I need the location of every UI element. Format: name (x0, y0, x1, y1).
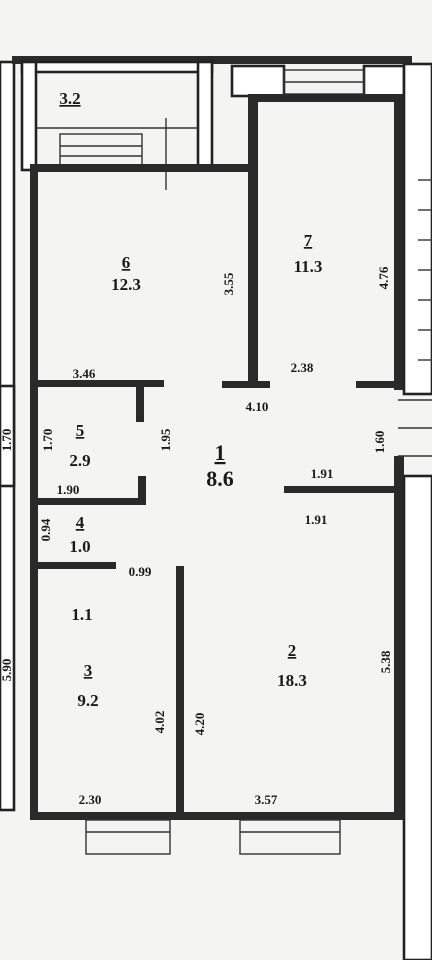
room4-area: 1.0 (69, 537, 90, 556)
dim-r2-top-b: 1.91 (305, 512, 328, 527)
dim-left-edge-mid: 1.70 (0, 429, 14, 452)
balcony-window (59, 133, 143, 167)
balcony-area: 3.2 (59, 89, 80, 108)
room2-number: 2 (288, 641, 297, 660)
dim-r2-width: 3.57 (255, 792, 278, 807)
room6-number: 6 (122, 253, 131, 272)
dim-hall-width: 4.10 (246, 399, 269, 414)
bottom-window-left (85, 819, 171, 855)
entry-wall-lower (394, 456, 404, 820)
room5-area: 2.9 (69, 451, 90, 470)
balcony-left-post (20, 60, 38, 172)
room5-right-wall-top (136, 386, 144, 422)
room6-area: 12.3 (111, 275, 141, 294)
room5-right-wall-bottom (138, 476, 146, 504)
dim-r4-height: 0.94 (38, 518, 53, 541)
right-main-wall (394, 94, 404, 390)
room5-number: 5 (76, 421, 85, 440)
left-main-wall (30, 164, 38, 818)
room7-top-wall (250, 94, 400, 102)
right-lower-shaft (402, 474, 432, 960)
bottom-wall (30, 812, 404, 820)
room4-bottom-wall (38, 562, 116, 569)
closet-area: 1.1 (71, 605, 92, 624)
dim-r2-left: 4.20 (192, 713, 207, 736)
dim-r6-width: 3.46 (73, 366, 96, 381)
dim-r5-width: 1.90 (57, 482, 80, 497)
room2-3-partition (176, 566, 184, 816)
room1-number: 1 (215, 440, 226, 465)
room1-area: 8.6 (206, 466, 234, 491)
dim-hall-height: 1.95 (158, 428, 173, 451)
dim-r4-width: 0.99 (129, 564, 152, 579)
dim-r6-height: 3.55 (221, 272, 236, 295)
top-wall (12, 56, 412, 64)
dim-left-edge-low: 5.90 (0, 659, 14, 682)
balcony-frame (20, 60, 214, 74)
room6-7-partition (248, 94, 258, 388)
balcony-right-post (196, 60, 214, 172)
room7-area: 11.3 (294, 257, 323, 276)
room3-number: 3 (84, 661, 93, 680)
room6-bottom-wall (38, 380, 164, 387)
room7-number: 7 (304, 231, 313, 250)
room2-top-wall (284, 486, 396, 493)
stair-shaft (402, 62, 432, 396)
room6-top-wall (30, 164, 256, 172)
room2-area: 18.3 (277, 671, 307, 690)
hall-wall-stub (222, 381, 270, 388)
dim-r2-top-a: 1.91 (311, 466, 334, 481)
room7-bottom-stub (356, 381, 396, 388)
dim-r3-height: 4.02 (152, 711, 167, 734)
room4-number: 4 (76, 513, 85, 532)
room3-area: 9.2 (77, 691, 98, 710)
dim-r5-height: 1.70 (40, 429, 55, 452)
room5-bottom-wall (38, 498, 146, 505)
room2-door-swing (266, 489, 286, 500)
room2-3-door-swing (180, 546, 206, 568)
dim-r3-width: 2.30 (79, 792, 102, 807)
dim-r7-width: 2.38 (291, 360, 314, 375)
bottom-window-right (239, 819, 341, 855)
room7-top-right-post (362, 64, 406, 98)
dim-r2-height: 5.38 (378, 650, 393, 673)
dim-r7-height: 4.76 (376, 266, 391, 289)
room7-top-left-post (230, 64, 286, 98)
left-edge-mid-mark (0, 384, 16, 488)
dim-corridor-right: 1.60 (372, 431, 387, 454)
